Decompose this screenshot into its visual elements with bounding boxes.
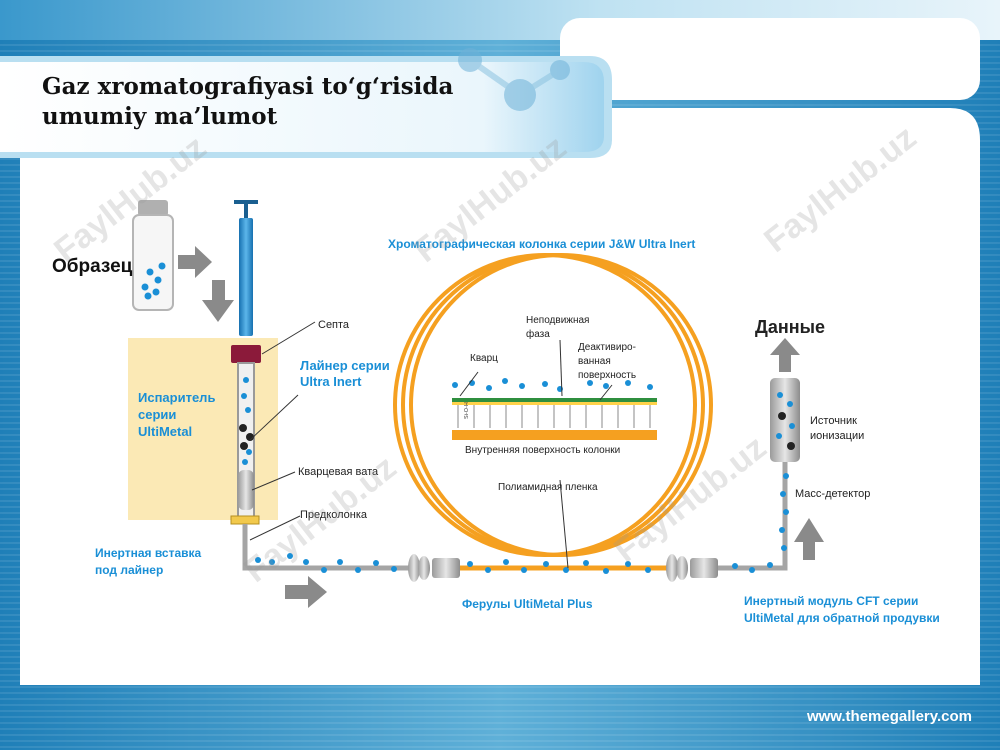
liner-label-2: Ultra Inert: [300, 374, 362, 389]
deact-label-1: Деактивиро-: [578, 342, 636, 353]
arrow-up-detector: [794, 518, 824, 560]
ferrule-left: [408, 554, 460, 582]
column-particles: [467, 559, 651, 574]
detector-line: [718, 462, 788, 571]
slide-title: Gaz xromatografiyasi to‘g‘risida umumiy …: [42, 72, 602, 132]
column-coils: [393, 253, 713, 557]
sample-label: Образец: [52, 256, 133, 277]
cft-label-2: UltiMetal для обратной продувки: [744, 611, 940, 625]
septa-label: Септа: [318, 319, 350, 331]
column-cross-section: Si-O-H: [452, 378, 657, 440]
detector-particles: [732, 473, 789, 573]
polyimide-label: Полиамидная пленка: [498, 482, 598, 493]
arrow-right-vial: [178, 246, 212, 278]
footer-url: www.themegallery.com: [806, 708, 972, 725]
ferrules-label: Ферулы UltiMetal Plus: [462, 597, 593, 611]
quartz-wool: [238, 470, 254, 510]
evaporator-label-3: UltiMetal: [138, 424, 192, 439]
evaporator-label-1: Испаритель: [138, 390, 215, 405]
liner-label-1: Лайнер серии: [300, 358, 390, 373]
quartz-label: Кварц: [470, 353, 498, 364]
stationary-label-2: фаза: [526, 328, 550, 340]
liner-insert: [230, 515, 260, 525]
title-line-1: Gaz xromatografiyasi to‘g‘risida: [42, 73, 454, 100]
liner-particles: [239, 377, 254, 465]
quartz-wool-label: Кварцевая вата: [298, 466, 379, 478]
data-label: Данные: [755, 317, 825, 337]
cft-module: [666, 554, 718, 582]
ion-source-label-2: ионизации: [810, 430, 864, 442]
ion-source-label-1: Источник: [810, 415, 857, 427]
inner-surface-label: Внутренняя поверхность колонки: [465, 445, 620, 456]
evaporator-label-2: серии: [138, 407, 176, 422]
leader-lines: [249, 321, 613, 569]
precolumn-particles: [255, 553, 397, 573]
ion-source: [770, 378, 800, 462]
deact-label-3: поверхность: [578, 370, 636, 381]
insert-label-2: под лайнер: [95, 563, 163, 577]
syringe: [231, 200, 261, 363]
svg-text:Si-O-H: Si-O-H: [464, 402, 470, 419]
column-title: Хроматографическая колонка серии J&W Ult…: [388, 237, 695, 251]
precolumn-label: Предколонка: [300, 509, 368, 521]
arrow-down-inject: [202, 280, 234, 322]
title-line-2: umumiy ma’lumot: [42, 103, 278, 130]
arrow-right-flow: [285, 576, 327, 608]
stationary-label-1: Неподвижная: [526, 315, 589, 326]
sample-vial: [132, 200, 174, 311]
cft-label-1: Инертный модуль CFT серии: [744, 594, 918, 608]
deact-label-2: ванная: [578, 356, 611, 367]
insert-label-1: Инертная вставка: [95, 546, 202, 560]
mass-detector-label: Масс-детектор: [795, 488, 870, 500]
arrow-up-data: [770, 338, 800, 372]
